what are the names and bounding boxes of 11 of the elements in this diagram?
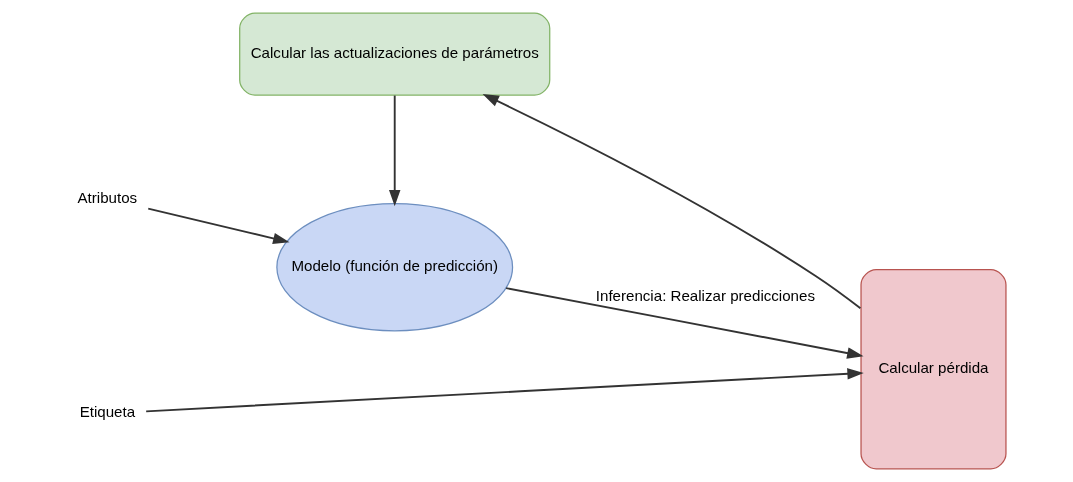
arrow	[482, 93, 862, 310]
node-text: Etiqueta	[79, 403, 136, 421]
node-box: Calcular pérdida	[860, 269, 1007, 470]
arrow	[145, 368, 864, 413]
node-box: Calcular las actualizaciones de parámetros	[239, 12, 551, 96]
arrow	[388, 94, 401, 207]
node-text: Atributos	[77, 189, 138, 206]
node-ellipse: Modelo (función de predicción)	[276, 202, 514, 332]
edge-label: Inferencia: Realizar predicciones	[595, 286, 815, 304]
arrow	[505, 287, 864, 359]
arrow	[147, 207, 290, 245]
